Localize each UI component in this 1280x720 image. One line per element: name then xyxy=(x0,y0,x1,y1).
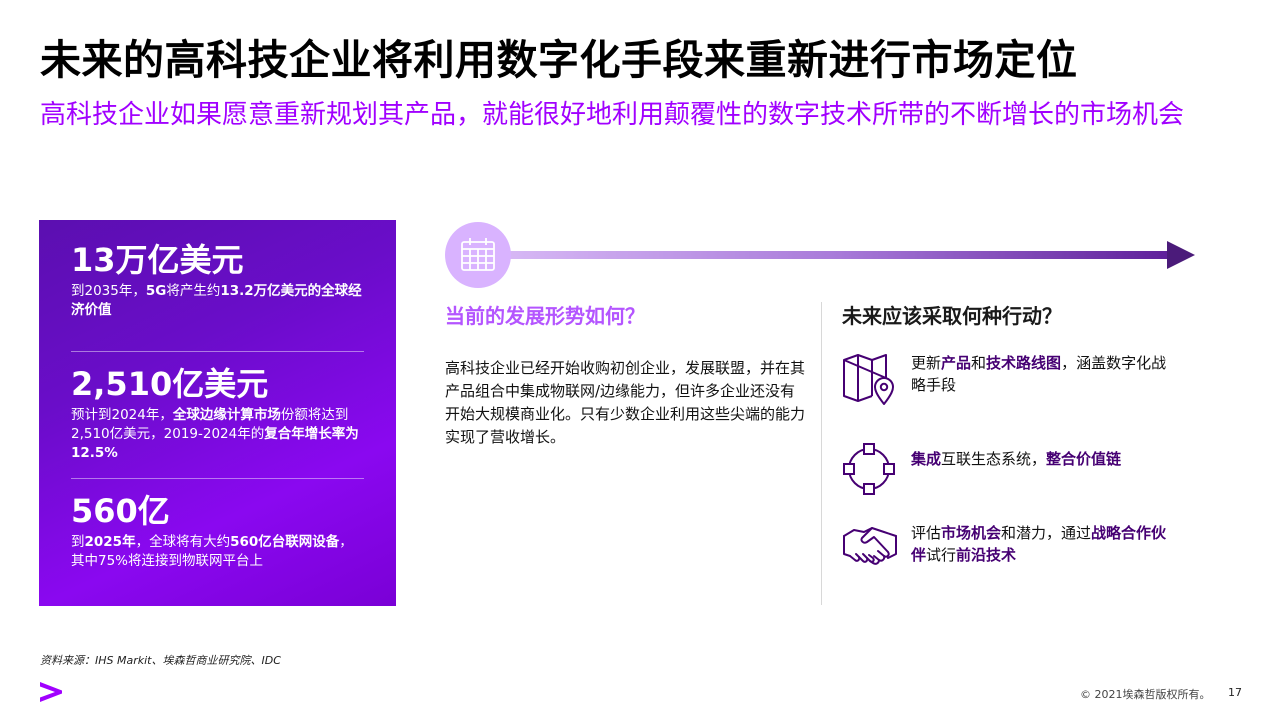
action-bold: 战略合作伙伴 xyxy=(911,524,1167,564)
action-part: 评估 xyxy=(911,524,942,542)
future-actions-heading: 未来应该采取何种行动？ xyxy=(842,304,1062,328)
future-actions-column: 未来应该采取何种行动？ 更新产品和技术路线图，涵盖数字化战略手段 集成互联生态系… xyxy=(842,300,1242,565)
action-text: 更新产品和技术路线图，涵盖数字化战略手段 xyxy=(911,352,1181,396)
current-situation-column: 当前的发展形势如何？ 高科技企业已经开始收购初创企业，发展联盟，并在其产品组合中… xyxy=(445,300,805,449)
action-bold: 整合价值链 xyxy=(1046,450,1122,468)
source-note: 资料来源：IHS Markit、埃森哲商业研究院、IDC xyxy=(40,654,281,667)
current-situation-body: 高科技企业已经开始收购初创企业，发展联盟，并在其产品组合中集成物联网/边缘能力，… xyxy=(445,359,806,446)
stats-panel: 13万亿美元 到2035年，5G将产生约13.2万亿美元的全球经济价值 2,51… xyxy=(39,220,396,606)
map-pin-icon xyxy=(843,354,894,405)
stat-desc-bold: 全球边缘计算市场 xyxy=(172,407,281,423)
action-part: 更新 xyxy=(911,354,942,372)
copyright: © 2021埃森哲版权所有。 xyxy=(1080,688,1211,701)
action-bold: 技术路线图 xyxy=(986,354,1062,372)
action-part: ，涵盖数字化战略手段 xyxy=(911,354,1167,394)
stat-value: 2,510亿美元 xyxy=(71,365,269,403)
stat-desc-bold: 560亿台联网设备 xyxy=(230,534,340,550)
action-bold: 产品 xyxy=(941,354,972,372)
arrow-right-icon xyxy=(1167,241,1195,269)
column-divider xyxy=(821,302,822,605)
stat-connected-devices: 560亿 到2025年，全球将有大约560亿台联网设备，其中75%将连接到物联网… xyxy=(71,478,364,581)
stat-desc-bold: 5G xyxy=(145,283,167,299)
action-part: 互联生态系统， xyxy=(941,450,1047,468)
action-part: 和潜力，通过 xyxy=(1001,524,1092,542)
stat-value: 13万亿美元 xyxy=(71,241,244,279)
current-situation-heading: 当前的发展形势如何？ xyxy=(445,304,645,328)
stat-desc-part: 份额将达到2,510亿美元，2019-2024年的 xyxy=(71,407,349,442)
stat-desc-part: 将产生约 xyxy=(166,283,221,299)
stat-desc-part: ，全球将有大约 xyxy=(135,534,231,550)
action-bold: 集成 xyxy=(911,450,942,468)
stat-desc-bold: 2025年 xyxy=(84,534,136,550)
timeline-bar xyxy=(505,251,1173,259)
stat-5g: 13万亿美元 到2035年，5G将产生约13.2万亿美元的全球经济价值 xyxy=(71,240,364,351)
accenture-logo-icon xyxy=(40,682,62,702)
stat-desc-part: 到2035年， xyxy=(71,283,146,299)
action-bold: 前沿技术 xyxy=(956,546,1017,564)
action-part: 试行 xyxy=(926,546,957,564)
stat-desc-part: 预计到2024年， xyxy=(71,407,173,423)
stat-description: 到2035年，5G将产生约13.2万亿美元的全球经济价值 xyxy=(71,282,364,320)
calendar-icon xyxy=(461,238,495,271)
page-number: 17 xyxy=(1228,686,1242,699)
page-title: 未来的高科技企业将利用数字化手段来重新进行市场定位 xyxy=(40,36,1078,84)
stat-value: 560亿 xyxy=(71,492,170,530)
page-subtitle: 高科技企业如果愿意重新规划其产品，就能很好地利用颠覆性的数字技术所带的不断增长的… xyxy=(40,100,1185,130)
stat-edge-computing: 2,510亿美元 预计到2024年，全球边缘计算市场份额将达到2,510亿美元，… xyxy=(71,351,364,478)
action-text: 集成互联生态系统，整合价值链 xyxy=(911,448,1181,470)
stat-desc-part: 到 xyxy=(71,534,85,550)
action-part: 和 xyxy=(971,354,987,372)
timeline-icon-circle xyxy=(445,222,511,288)
stat-desc-bold: 复合年增长率为12.5% xyxy=(71,426,359,461)
handshake-icon xyxy=(843,527,897,565)
ecosystem-circle-icon xyxy=(843,443,895,495)
stat-desc-bold: 13.2万亿美元的全球经济价值 xyxy=(71,283,362,318)
action-text: 评估市场机会和潜力，通过战略合作伙伴试行前沿技术 xyxy=(911,522,1181,566)
action-bold: 市场机会 xyxy=(941,524,1002,542)
stat-description: 预计到2024年，全球边缘计算市场份额将达到2,510亿美元，2019-2024… xyxy=(71,406,364,463)
stat-description: 到2025年，全球将有大约560亿台联网设备，其中75%将连接到物联网平台上 xyxy=(71,533,364,571)
stat-desc-part: ，其中75%将连接到物联网平台上 xyxy=(71,534,353,569)
timeline xyxy=(445,222,1200,288)
